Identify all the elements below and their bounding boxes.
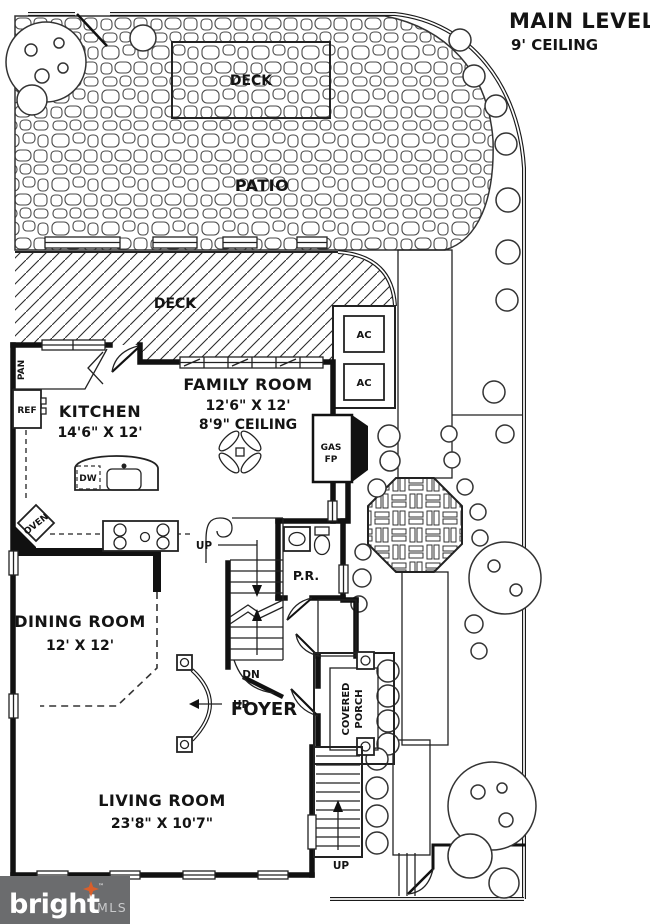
tree (488, 867, 520, 899)
tree (447, 761, 537, 851)
covered-porch (313, 651, 395, 765)
fence (28, 12, 526, 901)
stairs-dn-label: DN (242, 669, 260, 681)
family-room-ceiling: 8'9" CEILING (199, 417, 297, 433)
patio-label: PATIO (235, 176, 289, 195)
covered-porch-label-2: PORCH (354, 689, 365, 728)
living-room-dims: 23'8" X 10'7" (111, 816, 213, 832)
powder-room-label: P.R. (293, 568, 319, 583)
pantry-label: PAN (17, 360, 27, 380)
patio-stonework (14, 15, 494, 856)
exterior-stairs (307, 746, 416, 896)
stairs-up-label: UP (196, 540, 213, 552)
stone-path-upper (397, 249, 453, 479)
stone-path-lower (401, 571, 449, 746)
main-staircase (205, 517, 284, 694)
dishwasher-label: DW (79, 474, 96, 484)
brand-logo: bright ™ MLS (0, 876, 130, 924)
living-room-label: LIVING ROOM (98, 791, 226, 810)
dishwasher (76, 465, 101, 490)
rear-gate (407, 868, 434, 895)
refrigerator (12, 389, 42, 429)
tree (5, 21, 87, 116)
oven (16, 503, 56, 543)
coat-closet (317, 599, 357, 657)
labels: MAIN LEVEL 9' CEILING DECK PATIO DECK KI… (14, 9, 650, 872)
main-deck-label: DECK (154, 296, 197, 312)
dining-room-boundary (40, 592, 158, 707)
logo-background (0, 876, 130, 924)
toilet (313, 526, 331, 556)
covered-porch-label-1: COVERED (341, 683, 352, 736)
octagon-paver-court (367, 477, 463, 573)
deck-door (111, 345, 141, 373)
upper-deck (171, 41, 331, 119)
deck-benches (44, 236, 328, 249)
foyer-label: FOYER (231, 699, 297, 720)
family-room-dims: 12'6" X 12' (205, 398, 290, 414)
vegetation (5, 21, 542, 899)
foyer-arch (176, 654, 222, 753)
refrigerator-label: REF (17, 406, 36, 416)
foyer-up-label: UP (233, 699, 250, 711)
exterior-up-label: UP (333, 860, 350, 872)
shrubs (129, 24, 521, 855)
kitchen-dims: 14'6" X 12' (57, 425, 142, 441)
logo-mls-text: MLS (97, 900, 127, 915)
windows (8, 339, 349, 880)
logo-tm: ™ (98, 883, 104, 890)
patio-surface (14, 15, 494, 251)
sink (283, 526, 311, 552)
kitchen-fixtures (12, 389, 190, 552)
tree (447, 833, 493, 879)
ac-unit-2 (343, 363, 385, 401)
gas-fireplace-label-1: GAS (321, 443, 342, 453)
upper-deck-label: DECK (230, 73, 273, 89)
powder-room-fixtures (283, 526, 331, 556)
ceiling-fan (218, 430, 262, 474)
dining-room-dims: 12' X 12' (46, 638, 114, 654)
powder-room-door (286, 597, 313, 621)
garden-gate-top (76, 13, 108, 47)
page-subtitle: 9' CEILING (511, 36, 598, 54)
fireplace (311, 413, 368, 484)
kitchen-label: KITCHEN (59, 402, 141, 421)
logo-star-icon (83, 881, 99, 897)
dining-room-label: DINING ROOM (14, 612, 146, 631)
page-title: MAIN LEVEL (509, 9, 650, 33)
decks (15, 41, 397, 409)
stair-rail-curl (205, 517, 233, 541)
ac-platform (332, 305, 396, 409)
tree (468, 541, 542, 615)
main-deck (15, 252, 395, 362)
walkway-steps (398, 853, 416, 896)
family-room-label: FAMILY ROOM (183, 375, 312, 394)
gas-fireplace-label-2: FP (325, 455, 338, 465)
ac-label-2: AC (356, 378, 371, 389)
ac-unit-1 (343, 315, 385, 353)
island-sink (106, 468, 142, 491)
logo-brand-text: bright (9, 889, 100, 920)
ac-label-1: AC (356, 330, 371, 341)
stone-path-bottom (392, 739, 431, 856)
cooktop (102, 520, 179, 552)
island (74, 455, 159, 491)
